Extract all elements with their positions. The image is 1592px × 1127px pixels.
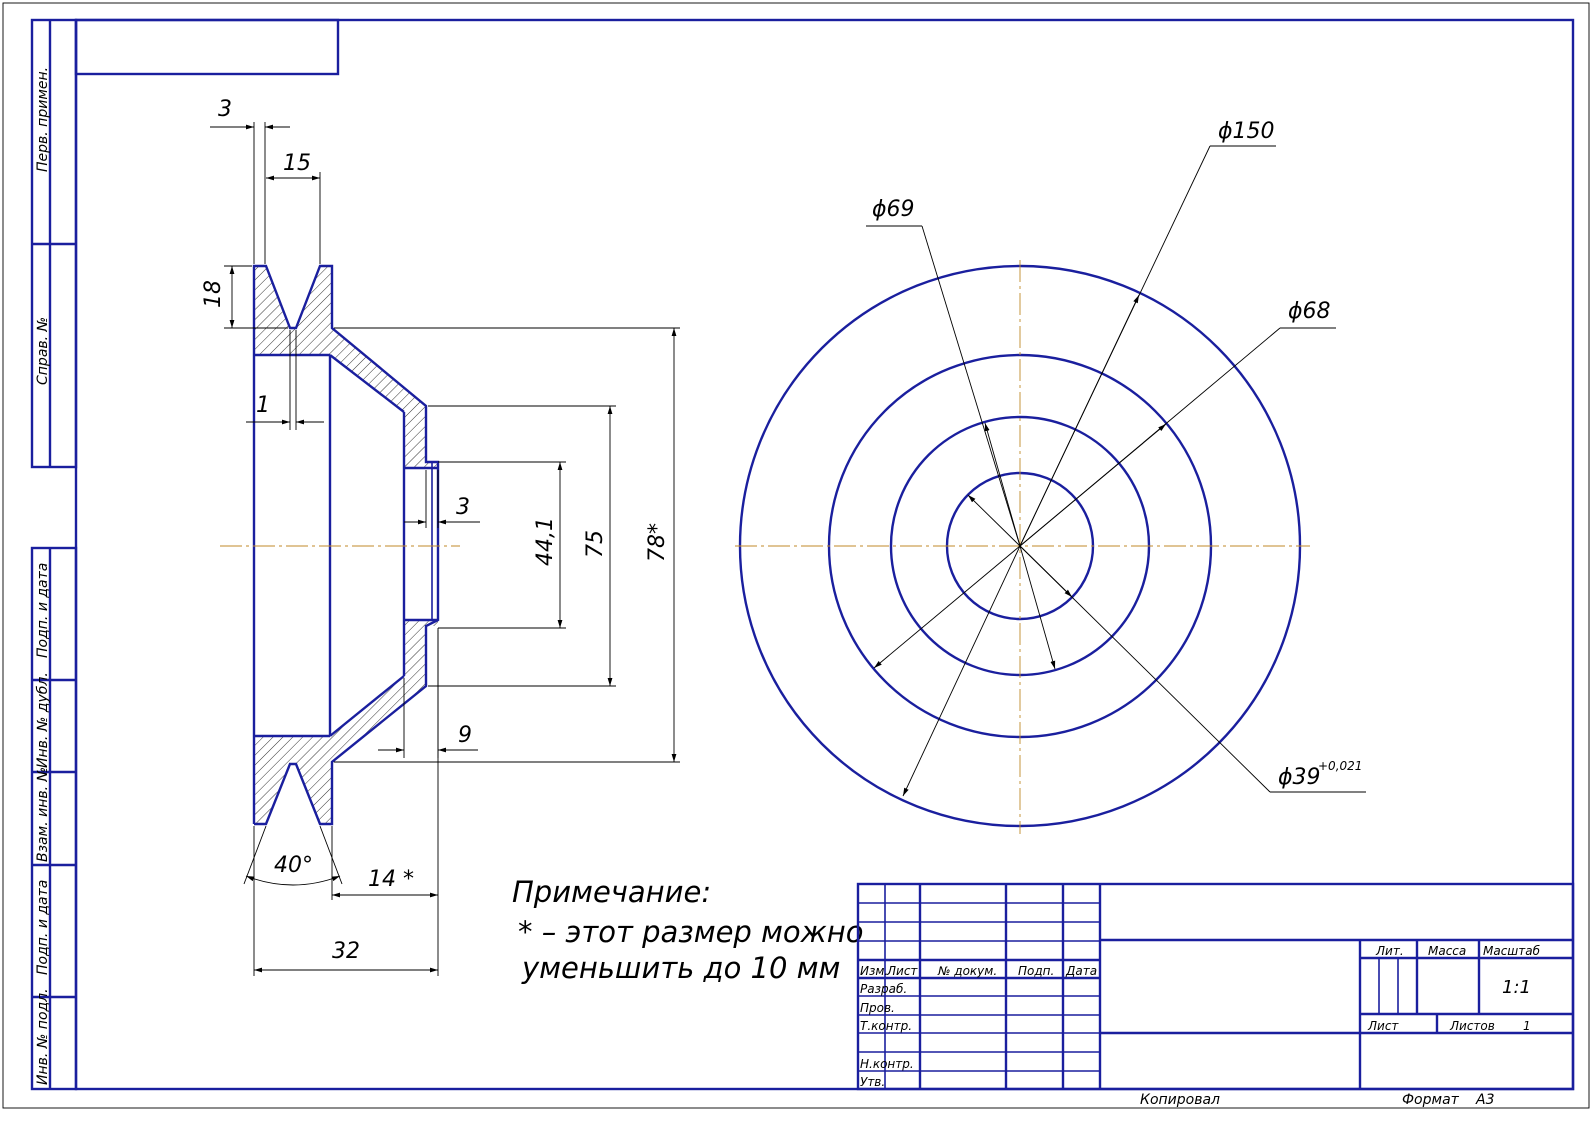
note-block: Примечание: * – этот размер можно уменьш…	[512, 875, 864, 985]
dim-d39-tolerance: +0,021	[1318, 759, 1362, 773]
stamp-orig-inv: Инв. № подл.	[35, 988, 51, 1085]
tb-scale-label: Масштаб	[1483, 944, 1541, 958]
dim-3-top: 3	[218, 97, 232, 122]
dim-3-mid: 3	[456, 495, 470, 520]
tb-header-sign: Подп.	[1018, 964, 1054, 978]
tb-sheets: Листов	[1449, 1019, 1495, 1033]
tb-header-doc: № докум.	[937, 964, 997, 978]
dim-14: 14 *	[368, 867, 414, 892]
stamp-sign-date-2: Подп. и дата	[35, 880, 51, 975]
stamp-first-use: Перв. примен.	[35, 67, 51, 172]
dim-9: 9	[458, 723, 472, 748]
tb-row-norm-control: Н.контр.	[860, 1057, 914, 1071]
dim-d39: ϕ39	[1278, 765, 1321, 790]
tb-scale-value: 1:1	[1502, 977, 1531, 998]
dim-78: 78*	[645, 523, 670, 562]
dim-44-1: 44,1	[533, 517, 558, 566]
dim-75: 75	[583, 530, 608, 558]
top-left-stamp	[74, 18, 340, 76]
dim-1: 1	[256, 393, 270, 418]
tb-sheets-count: 1	[1523, 1019, 1531, 1033]
section-view: 3 15 18 1 3 44,1 75	[201, 97, 680, 976]
tb-sheet: Лист	[1367, 1019, 1399, 1033]
dim-angle-40: 40°	[274, 853, 313, 878]
note-line-2: уменьшить до 10 мм	[521, 951, 840, 985]
left-side-stamps: Перв. примен. Справ. № Подп. и дата Инв.…	[30, 18, 78, 1091]
tb-header-date: Дата	[1065, 964, 1097, 978]
stamp-ref-number: Справ. №	[35, 317, 51, 385]
tb-row-approved: Утв.	[860, 1075, 885, 1089]
tb-lit: Лит.	[1375, 944, 1404, 958]
footer-format-value: А3	[1475, 1092, 1494, 1108]
footer-format-label: Формат	[1402, 1092, 1460, 1108]
dim-d68: ϕ68	[1288, 299, 1331, 324]
dim-32: 32	[332, 939, 360, 964]
tb-header-sheet: Лист	[886, 964, 918, 978]
outer-trim-border	[2, 2, 1590, 1109]
dim-18: 18	[201, 280, 226, 308]
stamp-dup-inv: Инв. № дубл.	[35, 672, 51, 768]
tb-header-change: Изм.	[860, 964, 888, 978]
note-line-1: * – этот размер можно	[518, 915, 864, 949]
tb-row-tech-control: Т.контр.	[860, 1019, 912, 1033]
tb-row-checked: Пров.	[860, 1001, 895, 1015]
tb-row-developed: Разраб.	[860, 982, 907, 996]
stamp-sign-date-1: Подп. и дата	[35, 563, 51, 658]
dim-d69: ϕ69	[872, 197, 915, 222]
footer-copied: Копировал	[1140, 1092, 1220, 1108]
tb-mass: Масса	[1428, 944, 1466, 958]
title-block: Изм. Лист № докум. Подп. Дата Разраб. Пр…	[856, 882, 1575, 1091]
stamp-replace-inv: Взам. инв. №	[35, 767, 51, 862]
dim-15: 15	[283, 151, 311, 176]
plan-view: ϕ150 ϕ69 ϕ68 ϕ39 +0,021	[735, 119, 1366, 834]
dim-d150: ϕ150	[1218, 119, 1275, 144]
note-title: Примечание:	[512, 875, 711, 909]
